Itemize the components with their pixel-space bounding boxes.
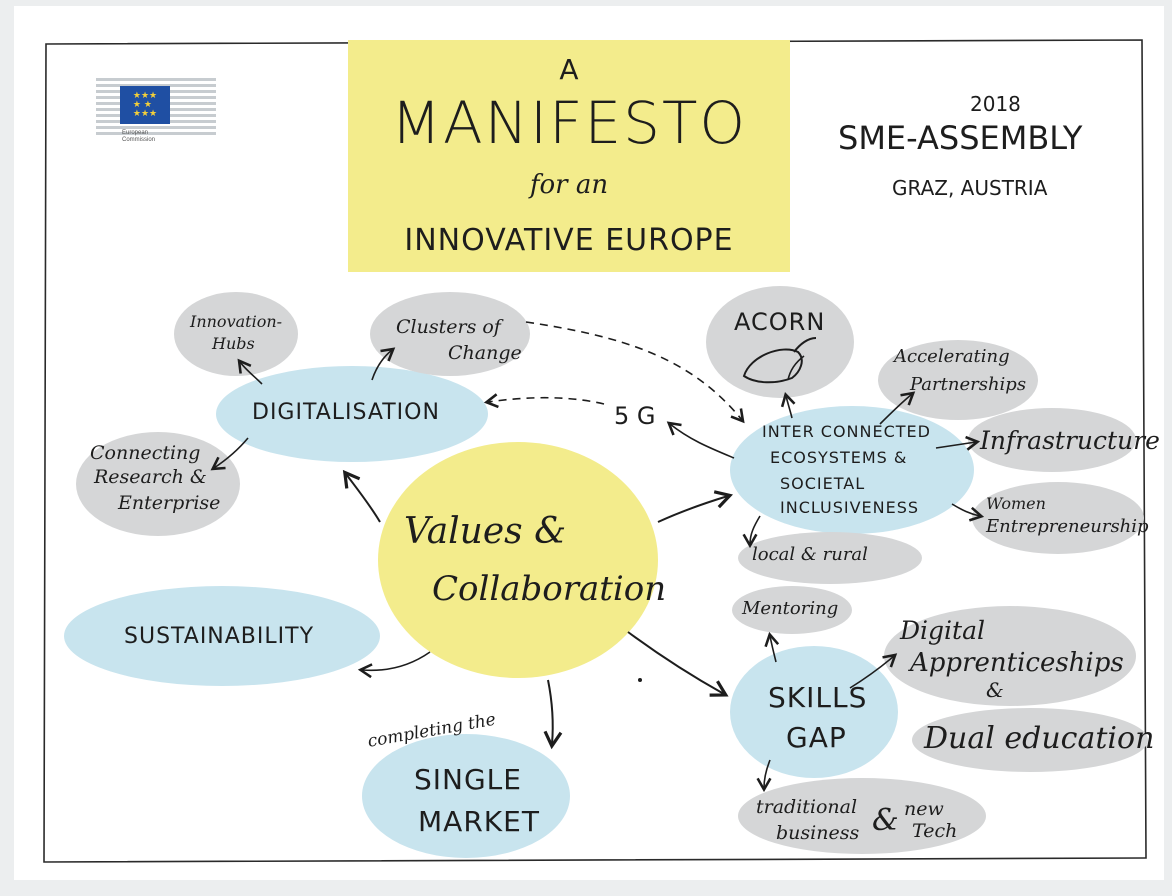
single-market-label-3: MARKET [418,805,540,838]
digital-apprenticeships-bubble [884,606,1136,706]
clusters-label-1: Clusters of [396,316,501,338]
fiveg-label: 5 G [614,402,656,430]
arrow-to-women [951,503,985,522]
innovation-hubs-label-1: Innovation- [190,312,283,331]
traditional-business-bubble [738,778,986,854]
dashed-clusters-to-interconnected [525,321,745,424]
connecting-label-1: Connecting [90,442,201,464]
innovation-hubs-label-2: Hubs [212,334,255,353]
european-commission-logo: ★★★★ ★★★★ European Commission [96,78,216,152]
connecting-research-bubble [76,432,240,536]
title-line-a: A [559,53,579,86]
logo-text-line2: Commission [122,137,156,143]
event-location: GRAZ, AUSTRIA [892,176,1048,200]
title-box [348,40,790,272]
acorn-label: ACORN [734,308,826,336]
infrastructure-bubble [968,408,1136,472]
sustainability-label: SUSTAINABILITY [124,624,315,649]
traditional-label-3: new [904,798,944,820]
title-for-an: for an [529,170,609,200]
arrow-to-digital-apprenticeships [849,653,898,689]
interconnected-label-4: INCLUSIVENESS [780,498,920,517]
traditional-label-2: business [776,822,860,844]
arrow-to-mentoring [764,631,780,663]
local-rural-bubble [738,532,922,584]
interconnected-label-3: SOCIETAL [780,474,866,493]
arrow-to-digitalisation [342,469,381,523]
clusters-bubble [370,292,530,376]
dual-education-bubble [912,708,1148,772]
connecting-label-3: Enterprise [118,492,221,514]
women-entrepreneurship-bubble [972,482,1144,554]
skills-label-1: SKILLS [768,681,868,714]
clusters-label-2: Change [448,342,522,364]
accelerating-bubble [878,340,1038,420]
arrow-to-connecting [210,437,249,471]
digitalisation-bubble [216,366,488,462]
interconnected-bubble [730,406,974,534]
women-label-2: Entrepreneurship [986,516,1149,537]
accelerating-label-2: Partnerships [910,374,1027,395]
center-collaboration: Collaboration [432,569,667,609]
digital-apprenticeships-label-2: Apprenticeships [910,648,1124,678]
skills-gap-bubble [730,646,898,778]
traditional-label-1: traditional [756,796,858,818]
event-year: 2018 [970,92,1021,116]
arrow-to-local-rural [742,515,761,549]
single-market-label-2: SINGLE [414,763,522,796]
local-rural-label: local & rural [752,544,868,565]
arrow-to-single-market [543,679,563,750]
arrow-to-acorn [780,391,796,419]
arrow-to-skills [627,631,729,697]
acorn-icon [742,337,817,384]
eu-flag-icon: ★★★★ ★★★★ [120,86,170,124]
center-values: Values & [404,511,567,552]
arrow-to-innovation-hubs [237,358,263,385]
single-market-bubble [362,734,570,858]
arrow-to-traditional [756,759,772,793]
dual-education-label: Dual education [924,721,1155,756]
interconnected-label-1: INTER CONNECTED [762,422,931,441]
arrow-to-accelerating [879,391,916,425]
dashed-5g-to-digitalisation [483,393,605,409]
sustainability-bubble [64,586,380,686]
interconnected-label-2: ECOSYSTEMS & [770,448,908,467]
traditional-label-4: Tech [912,820,958,842]
values-collaboration-circle [378,442,658,678]
women-label-1: Women [986,494,1046,513]
innovation-hubs-bubble [174,292,298,376]
title-manifesto: MANIFESTO [390,89,748,157]
arrow-to-clusters [371,347,396,381]
title-innovative-europe: INNOVATIVE EUROPE [404,223,734,258]
traditional-ampersand: & [872,803,899,838]
mentoring-bubble [732,586,852,634]
decorative-dot [638,678,642,682]
event-name: SME-ASSEMBLY [838,119,1083,157]
arrow-to-interconnected [657,490,733,523]
digitalisation-label: DIGITALISATION [252,400,440,425]
logo-text-line1: European [122,130,149,136]
digital-apprenticeships-label-1: Digital [900,616,985,645]
arrow-to-infrastructure [935,435,981,451]
acorn-bubble [706,286,854,398]
arrow-interconnected-to-5g [666,421,735,459]
skills-label-2: GAP [786,721,847,754]
accelerating-label-1: Accelerating [894,346,1010,367]
arrow-to-sustainability [357,651,431,679]
connecting-label-2: Research & [94,466,207,488]
digital-apprenticeships-label-3: & [986,678,1004,702]
eu-stars-icon: ★★★★ ★★★★ [132,90,158,119]
infrastructure-label: Infrastructure [980,426,1160,455]
mentoring-label: Mentoring [742,598,839,619]
